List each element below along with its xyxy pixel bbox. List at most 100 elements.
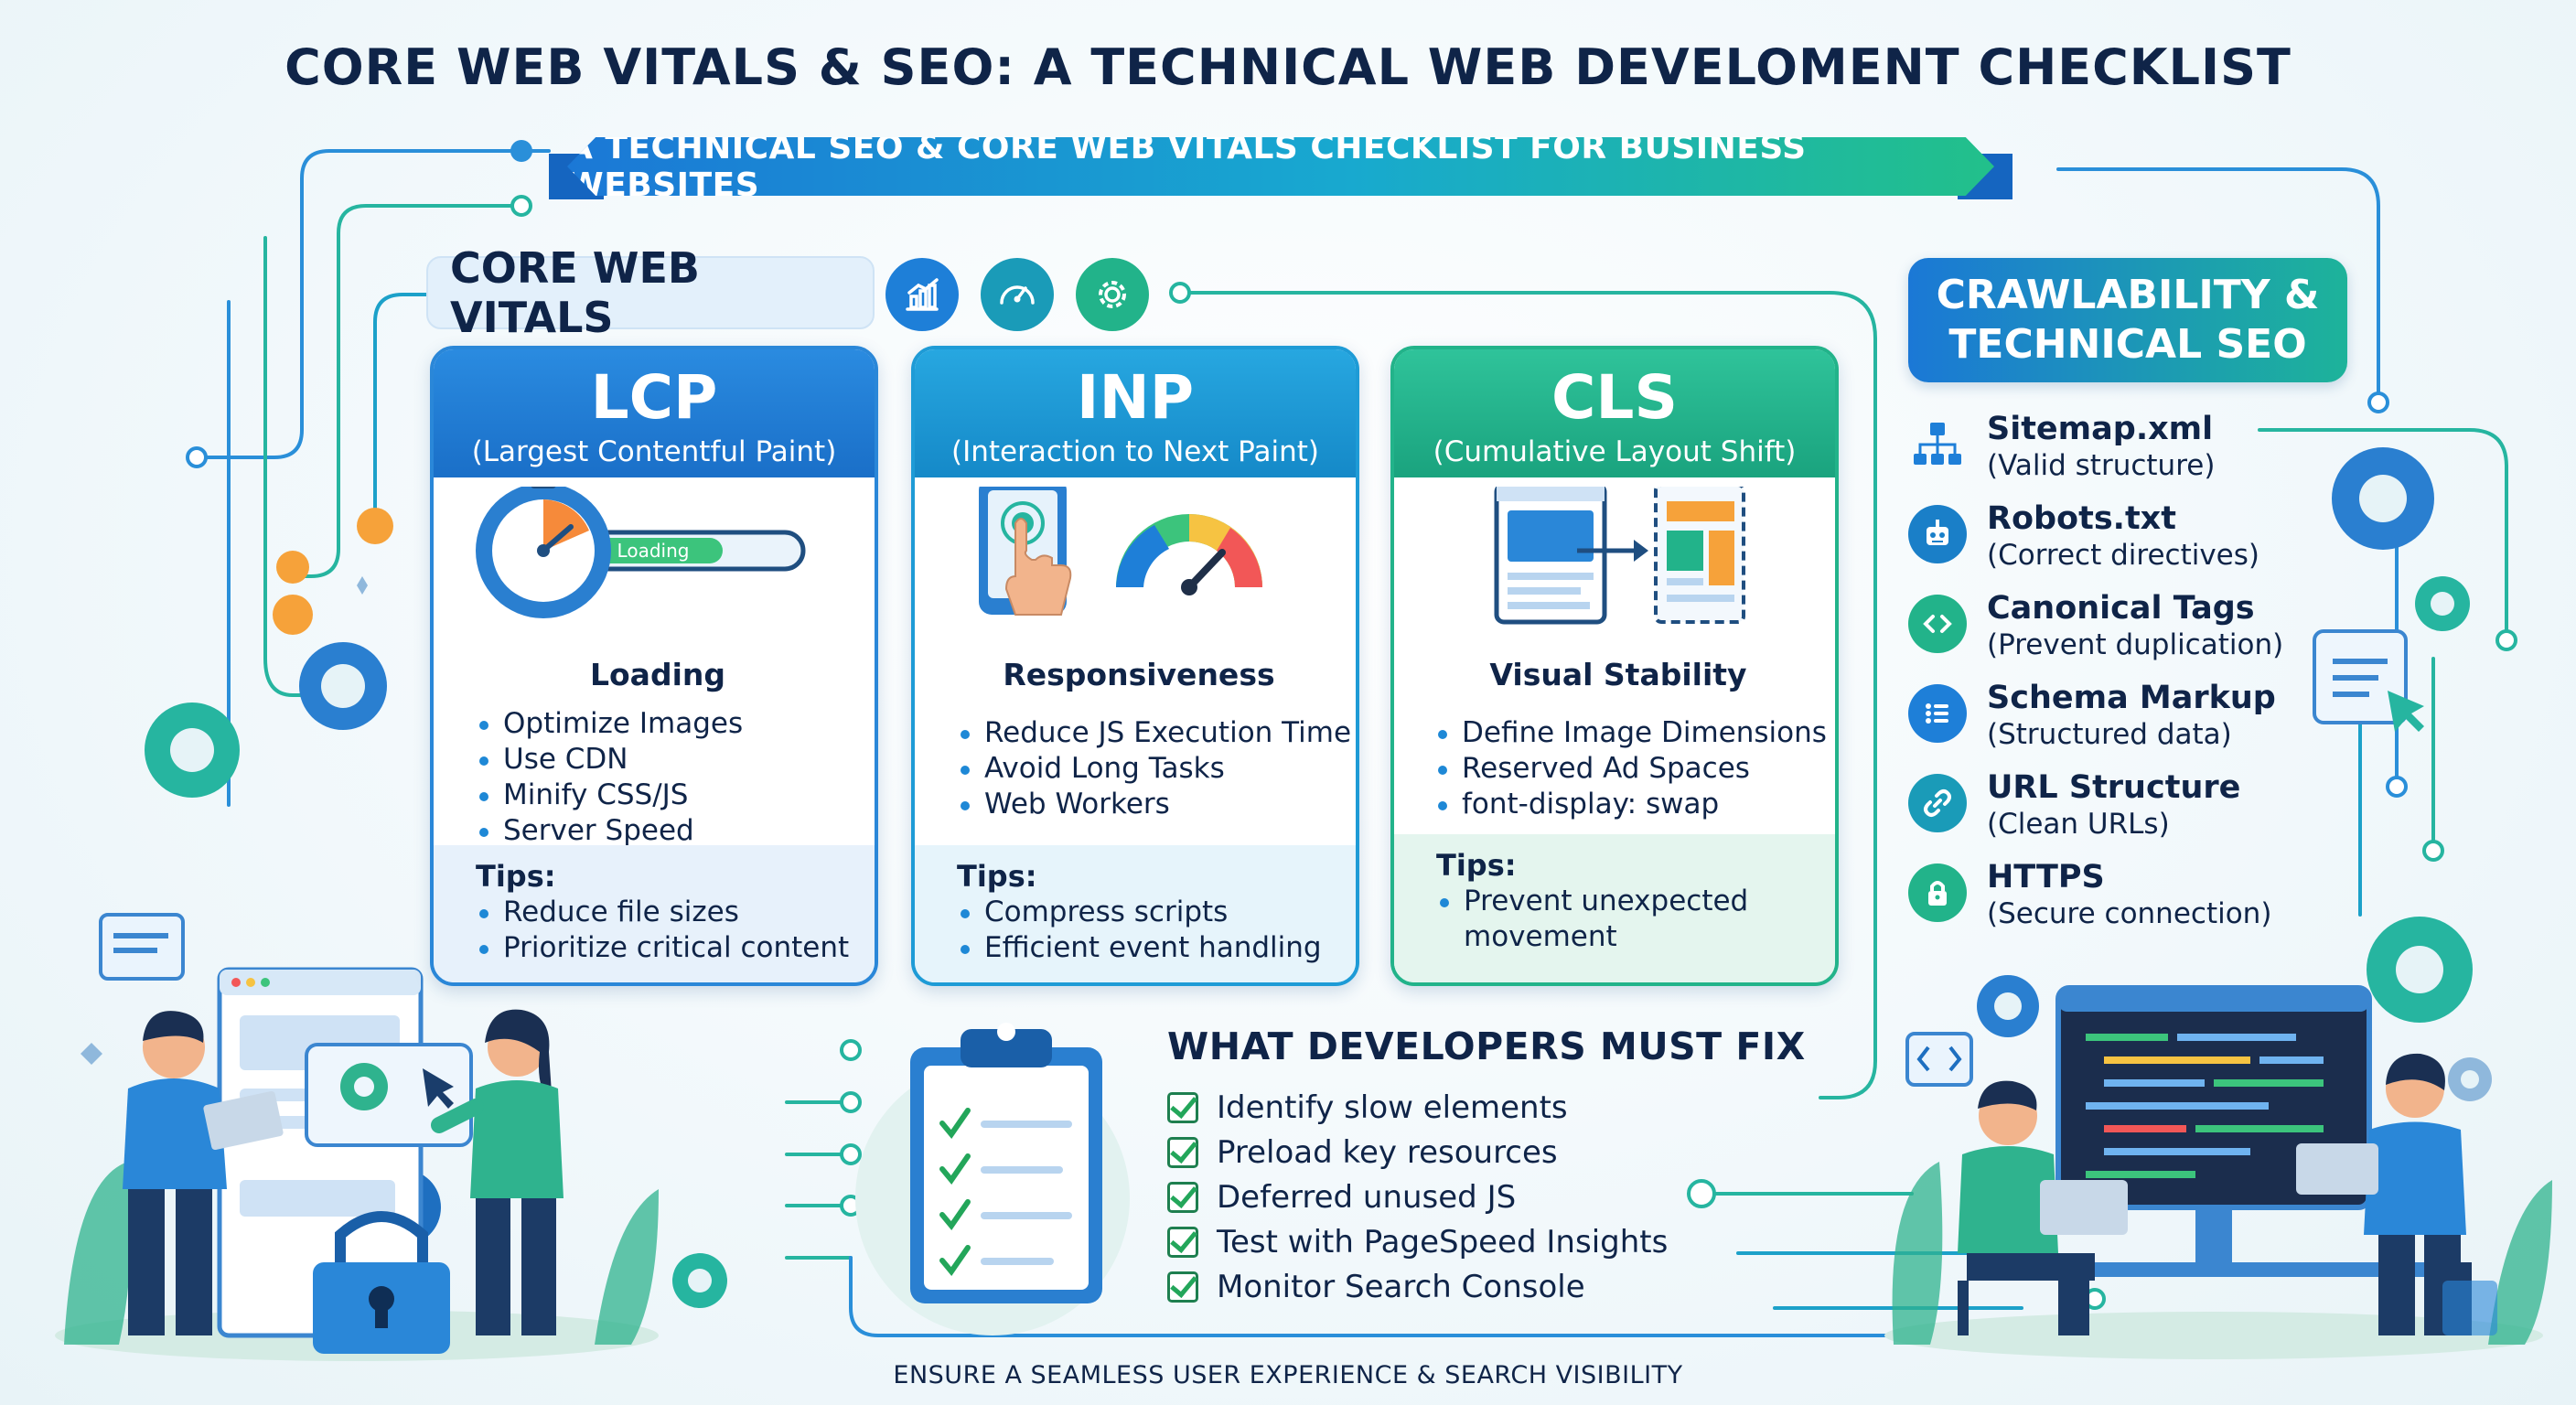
- crawl-item-robots: Robots.txt (Correct directives): [1908, 499, 2384, 582]
- crawl-item-desc: (Structured data): [1987, 718, 2232, 751]
- list-item: Prevent unexpected: [1436, 884, 1835, 919]
- clipboard-illustration: [855, 1023, 1130, 1335]
- tips-title: Tips:: [476, 859, 556, 894]
- cls-tips: Tips: Prevent unexpected movement: [1394, 834, 1835, 982]
- crawl-item-desc: (Secure connection): [1987, 897, 2272, 930]
- loading-bar-label: Loading: [617, 540, 690, 562]
- checklist-item-label: Test with PageSpeed Insights: [1217, 1223, 1669, 1260]
- crawl-item-title: Canonical Tags: [1987, 590, 2255, 627]
- crawlability-heading-line2: TECHNICAL SEO: [1948, 321, 2307, 368]
- cls-subtitle: Visual Stability: [1489, 657, 1747, 692]
- crawl-item-title: Sitemap.xml: [1987, 411, 2214, 447]
- checkbox-icon: [1167, 1181, 1198, 1213]
- list-item: Reduce JS Execution Time: [957, 715, 1351, 751]
- crawl-item-desc: (Valid structure): [1987, 449, 2216, 482]
- list-item: Minify CSS/JS: [476, 778, 743, 813]
- inp-card-header: INP (Interaction to Next Paint): [915, 349, 1356, 477]
- lcp-tips: Tips: Reduce file sizes Prioritize criti…: [434, 845, 875, 982]
- crawl-item-title: Schema Markup: [1987, 680, 2276, 716]
- tips-title: Tips:: [957, 859, 1037, 894]
- page-title: CORE WEB VITALS & SEO: A TECHNICAL WEB D…: [284, 38, 2292, 96]
- gear-icon: [299, 642, 387, 730]
- checklist-item: Preload key resources: [1167, 1130, 1668, 1174]
- crawlability-heading: CRAWLABILITY & TECHNICAL SEO: [1908, 258, 2347, 382]
- lcp-subtitle: Loading: [589, 657, 726, 692]
- crawl-item-desc: (Clean URLs): [1987, 808, 2170, 841]
- checkbox-icon: [1167, 1226, 1198, 1258]
- subtitle-ribbon: A TECHNICAL SEO & CORE WEB VITALS CHECKL…: [567, 137, 1994, 196]
- list-item: Efficient event handling: [957, 930, 1356, 966]
- layout-shift-icon: [1494, 487, 1745, 625]
- list-item: Define Image Dimensions: [1434, 715, 1827, 751]
- lcp-card: LCP (Largest Contentful Paint) Loading L…: [430, 346, 878, 986]
- inp-items: Reduce JS Execution Time Avoid Long Task…: [957, 715, 1351, 822]
- list-item: movement: [1464, 920, 1617, 953]
- checklist-item-label: Identify slow elements: [1217, 1089, 1568, 1126]
- list-item: Web Workers: [957, 787, 1351, 822]
- inp-subtitle: Responsiveness: [1003, 657, 1275, 692]
- crawlability-heading-line1: CRAWLABILITY &: [1936, 272, 2320, 318]
- lcp-abbr: LCP: [590, 362, 718, 433]
- chart-icon: [886, 258, 959, 331]
- cls-card-header: CLS (Cumulative Layout Shift): [1394, 349, 1835, 477]
- crawl-item-schema: Schema Markup (Structured data): [1908, 679, 2384, 761]
- lcp-card-header: LCP (Largest Contentful Paint): [434, 349, 875, 477]
- list-item: Reserved Ad Spaces: [1434, 751, 1827, 787]
- checklist-item: Deferred unused JS: [1167, 1174, 1668, 1219]
- cls-card: CLS (Cumulative Layout Shift) Visual Sta…: [1390, 346, 1839, 986]
- checkbox-icon: [1167, 1136, 1198, 1168]
- list-item: Use CDN: [476, 742, 743, 778]
- checklist-item-label: Preload key resources: [1217, 1133, 1558, 1171]
- lcp-full-name: (Largest Contentful Paint): [471, 435, 837, 468]
- crawl-item-canonical: Canonical Tags (Prevent duplication): [1908, 589, 2384, 671]
- inp-full-name: (Interaction to Next Paint): [951, 435, 1319, 468]
- crawl-item-desc: (Correct directives): [1987, 539, 2259, 572]
- cls-abbr: CLS: [1551, 362, 1679, 433]
- robot-icon: [1908, 505, 1967, 563]
- list-item: Optimize Images: [476, 706, 743, 742]
- lcp-items: Optimize Images Use CDN Minify CSS/JS Se…: [476, 706, 743, 849]
- checkbox-icon: [1167, 1091, 1198, 1123]
- touch-gauge-icon: [979, 487, 1262, 616]
- list-icon: [1908, 684, 1967, 743]
- inp-card: INP (Interaction to Next Paint) Responsi…: [911, 346, 1359, 986]
- list-item: font-display: swap: [1434, 787, 1827, 822]
- gear-icon: [1076, 258, 1149, 331]
- lock-icon: [1908, 863, 1967, 922]
- stopwatch-icon: Loading: [476, 487, 806, 618]
- list-item: Server Speed: [476, 813, 743, 849]
- list-item: Avoid Long Tasks: [957, 751, 1351, 787]
- list-item: Reduce file sizes: [476, 895, 875, 930]
- checklist-item-label: Deferred unused JS: [1217, 1178, 1517, 1216]
- list-item: Prioritize critical content: [476, 930, 875, 966]
- inp-abbr: INP: [1076, 362, 1195, 433]
- checklist-item-label: Monitor Search Console: [1217, 1268, 1585, 1305]
- checklist-item: Monitor Search Console: [1167, 1264, 1668, 1309]
- footer-tagline: ENSURE A SEAMLESS USER EXPERIENCE & SEAR…: [893, 1361, 1683, 1389]
- crawl-item-sitemap: Sitemap.xml (Valid structure): [1908, 410, 2384, 492]
- fix-section-title: WHAT DEVELOPERS MUST FIX: [1167, 1024, 1806, 1068]
- crawl-item-desc: (Prevent duplication): [1987, 628, 2284, 661]
- right-illustration: [1884, 629, 2552, 1359]
- cls-items: Define Image Dimensions Reserved Ad Spac…: [1434, 715, 1827, 822]
- crawl-item-title: Robots.txt: [1987, 500, 2176, 537]
- crawl-item-url: URL Structure (Clean URLs): [1908, 768, 2384, 851]
- link-icon: [1908, 774, 1967, 832]
- checklist-item: Identify slow elements: [1167, 1085, 1668, 1130]
- tips-title: Tips:: [1436, 848, 1517, 883]
- cls-full-name: (Cumulative Layout Shift): [1433, 435, 1797, 468]
- crawl-item-title: HTTPS: [1987, 859, 2105, 896]
- checklist-item: Test with PageSpeed Insights: [1167, 1219, 1668, 1264]
- sitemap-icon: [1908, 415, 1967, 474]
- left-illustration: [55, 576, 659, 1361]
- checkbox-icon: [1167, 1271, 1198, 1303]
- crawl-item-https: HTTPS (Secure connection): [1908, 858, 2384, 940]
- crawl-item-title: URL Structure: [1987, 769, 2241, 806]
- list-item: Compress scripts: [957, 895, 1356, 930]
- core-web-vitals-label: CORE WEB VITALS: [426, 243, 875, 342]
- fix-checklist: Identify slow elements Preload key resou…: [1167, 1085, 1668, 1309]
- code-icon: [1908, 595, 1967, 653]
- inp-tips: Tips: Compress scripts Efficient event h…: [915, 845, 1356, 982]
